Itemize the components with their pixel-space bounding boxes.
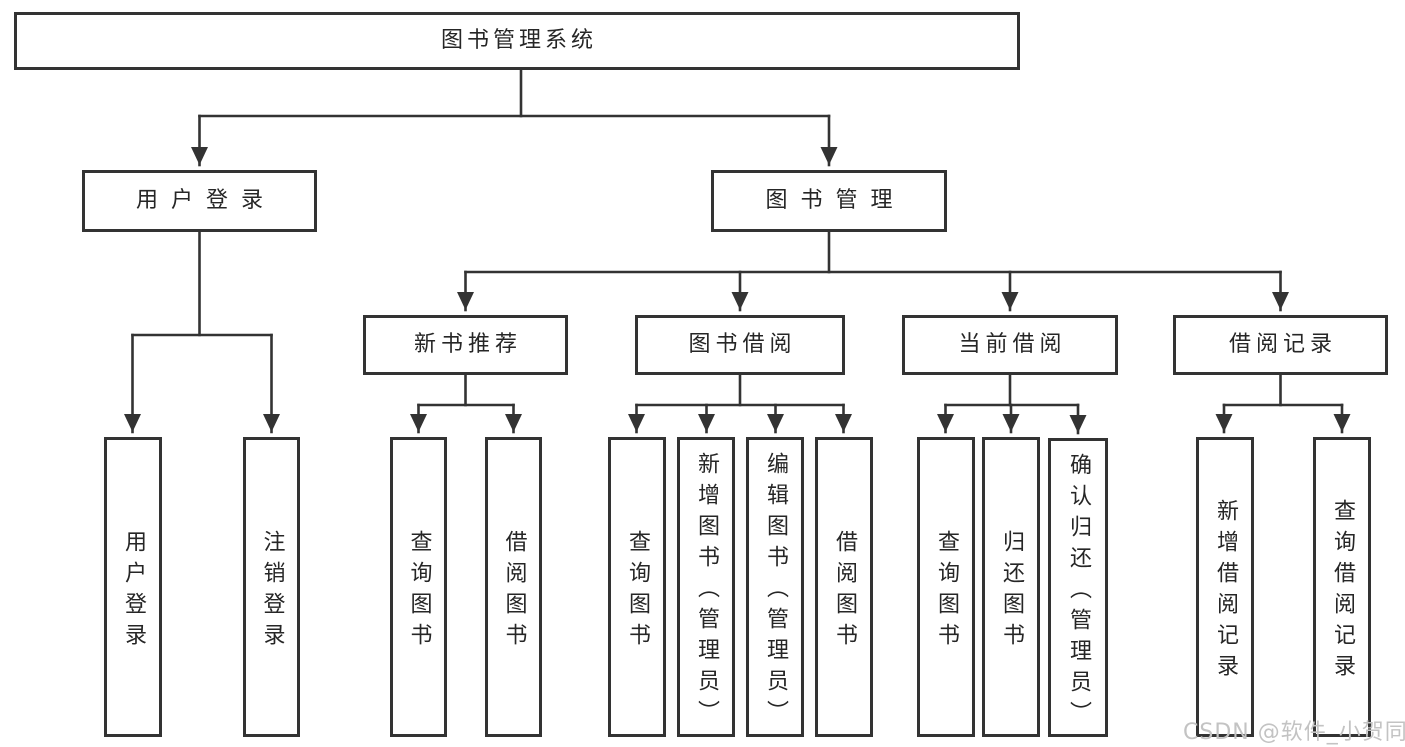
- leaf-cb-return-books: 归还图书: [982, 437, 1040, 737]
- leaf-logout: 注销登录: [243, 437, 300, 737]
- leaf-label: 查询图书: [625, 529, 650, 654]
- node-label: 当前借阅: [958, 332, 1067, 357]
- node-book-management: 图书管理: [711, 170, 947, 232]
- leaf-nbr-borrow-books: 借阅图书: [485, 437, 542, 737]
- leaf-nbr-query-books: 查询图书: [390, 437, 447, 737]
- leaf-bb-query-books: 查询图书: [608, 437, 666, 737]
- leaf-bb-add-books-admin: 新增图书（管理员）: [677, 437, 735, 737]
- leaf-label: 新增图书（管理员）: [694, 452, 719, 731]
- leaf-cb-confirm-return-admin: 确认归还（管理员）: [1048, 438, 1108, 737]
- leaf-label: 注销登录: [259, 529, 285, 654]
- node-label: 图书管理: [765, 188, 906, 213]
- leaf-query-borrow-record: 查询借阅记录: [1313, 437, 1371, 737]
- leaf-label: 查询借阅记录: [1330, 498, 1355, 685]
- node-new-book-recommend: 新书推荐: [363, 315, 568, 375]
- leaf-label: 用户登录: [121, 529, 146, 654]
- leaf-label: 借阅图书: [501, 529, 527, 654]
- leaf-label: 编辑图书（管理员）: [763, 452, 788, 731]
- node-library-management-system: 图书管理系统: [14, 12, 1020, 70]
- node-borrowing-records: 借阅记录: [1173, 315, 1388, 375]
- node-book-borrowing: 图书借阅: [635, 315, 845, 375]
- leaf-add-borrow-record: 新增借阅记录: [1196, 437, 1254, 737]
- leaf-label: 新增借阅记录: [1213, 498, 1238, 685]
- leaf-user-login: 用户登录: [104, 437, 162, 737]
- node-current-borrowing: 当前借阅: [902, 315, 1118, 375]
- node-user-login: 用户登录: [82, 170, 317, 232]
- node-label: 新书推荐: [413, 332, 522, 357]
- leaf-label: 确认归还（管理员）: [1066, 452, 1091, 732]
- leaf-label: 查询图书: [934, 529, 959, 654]
- leaf-cb-query-books: 查询图书: [917, 437, 975, 737]
- leaf-bb-borrow-books: 借阅图书: [815, 437, 873, 737]
- leaf-label: 查询图书: [406, 529, 432, 654]
- node-label: 借阅记录: [1228, 332, 1337, 357]
- csdn-watermark: CSDN @软件_小贺同学: [1183, 720, 1405, 745]
- node-label: 用户登录: [135, 188, 276, 213]
- node-label: 图书借阅: [688, 332, 797, 357]
- leaf-label: 归还图书: [999, 529, 1024, 654]
- leaf-label: 借阅图书: [832, 529, 857, 654]
- node-label: 图书管理系统: [440, 28, 597, 53]
- leaf-bb-edit-books-admin: 编辑图书（管理员）: [746, 437, 804, 737]
